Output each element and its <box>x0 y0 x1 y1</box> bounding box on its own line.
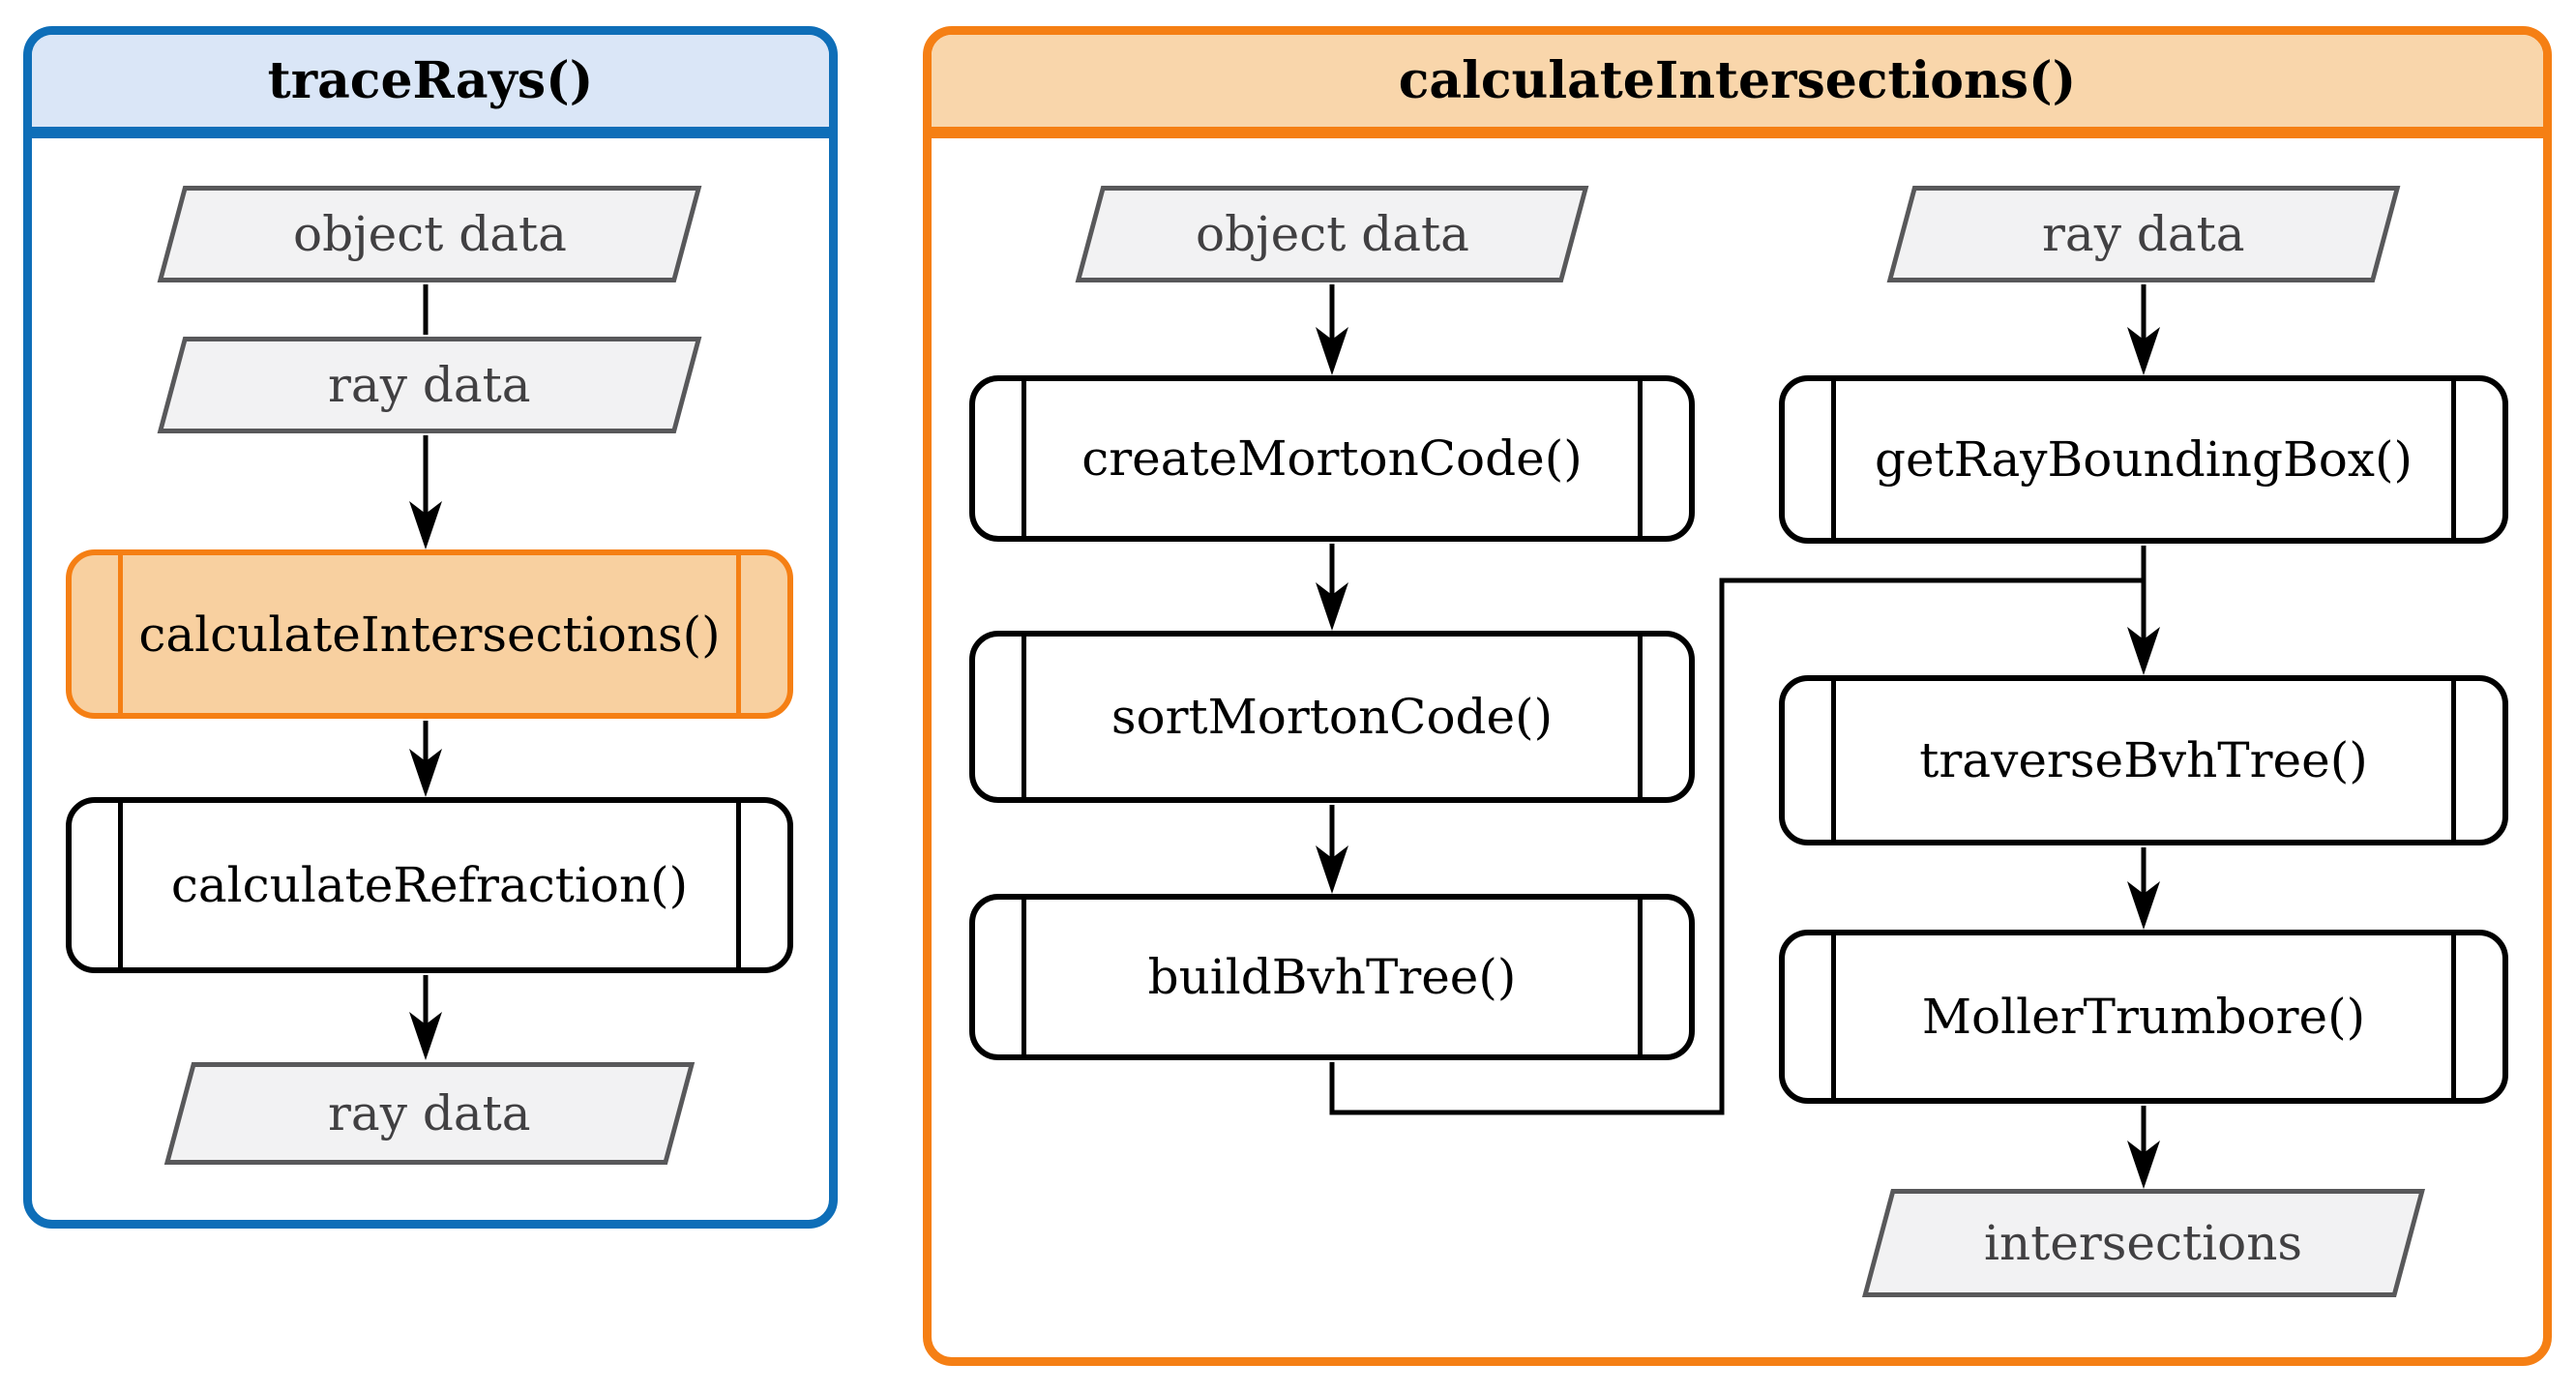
subroutine-calculaterefraction-label: calculateRefraction() <box>170 857 689 913</box>
subroutine-calculateintersections-call: calculateIntersections() <box>66 549 793 719</box>
arrowhead-into-intersections <box>2127 1141 2160 1189</box>
panel-calculateintersections: calculateIntersections() <box>923 26 2552 1366</box>
connector-buildbvhtree-to-traversebvhtree-elbow <box>1329 578 2142 1115</box>
io-ray-data-left: ray data <box>157 337 702 433</box>
subroutine-mollertrumbore: MollerTrumbore() <box>1779 930 2508 1104</box>
io-object-data-right-label: object data <box>1195 206 1469 262</box>
arrowhead-into-mollertrumbore <box>2127 881 2160 930</box>
subroutine-createmortoncode-label: createMortonCode() <box>1081 430 1583 487</box>
io-ray-data-right-label: ray data <box>2042 206 2245 262</box>
subroutine-sortmortoncode-label: sortMortonCode() <box>1110 689 1554 745</box>
subroutine-buildbvhtree-label: buildBvhTree() <box>1147 949 1517 1005</box>
subroutine-mollertrumbore-label: MollerTrumbore() <box>1921 989 2366 1045</box>
io-intersections: intersections <box>1861 1189 2426 1297</box>
arrowhead-into-buildbvhtree <box>1316 845 1348 894</box>
subroutine-traversebvhtree-label: traverseBvhTree() <box>1919 732 2368 788</box>
arrowhead-into-calculateintersections <box>409 501 442 549</box>
arrowhead-into-traversebvhtree <box>2127 627 2160 675</box>
subroutine-getrayboundingbox-label: getRayBoundingBox() <box>1874 431 2413 488</box>
arrowhead-into-getrayboundingbox <box>2127 327 2160 375</box>
subroutine-calculaterefraction: calculateRefraction() <box>66 797 793 973</box>
io-ray-data-output-label: ray data <box>328 1085 531 1141</box>
io-ray-data-right: ray data <box>1886 186 2401 282</box>
panel-tracerays-title: traceRays() <box>32 35 829 138</box>
io-intersections-label: intersections <box>1984 1215 2303 1271</box>
subroutine-calculateintersections-call-label: calculateIntersections() <box>138 606 721 663</box>
arrowhead-into-calculaterefraction <box>409 749 442 797</box>
io-ray-data-output: ray data <box>163 1062 696 1165</box>
subroutine-buildbvhtree: buildBvhTree() <box>969 894 1695 1060</box>
panel-tracerays: traceRays() <box>23 26 838 1229</box>
io-object-data-left-label: object data <box>292 206 567 262</box>
panel-calculateintersections-title: calculateIntersections() <box>932 35 2543 138</box>
io-ray-data-left-label: ray data <box>328 357 531 413</box>
arrowhead-into-raydata-out <box>409 1012 442 1060</box>
subroutine-createmortoncode: createMortonCode() <box>969 375 1695 542</box>
io-object-data-left: object data <box>157 186 702 282</box>
arrowhead-into-createmortoncode <box>1316 327 1348 375</box>
subroutine-sortmortoncode: sortMortonCode() <box>969 631 1695 803</box>
arrowhead-into-sortmortoncode <box>1316 582 1348 631</box>
io-object-data-right: object data <box>1075 186 1589 282</box>
subroutine-getrayboundingbox: getRayBoundingBox() <box>1779 375 2508 544</box>
subroutine-traversebvhtree: traverseBvhTree() <box>1779 675 2508 845</box>
